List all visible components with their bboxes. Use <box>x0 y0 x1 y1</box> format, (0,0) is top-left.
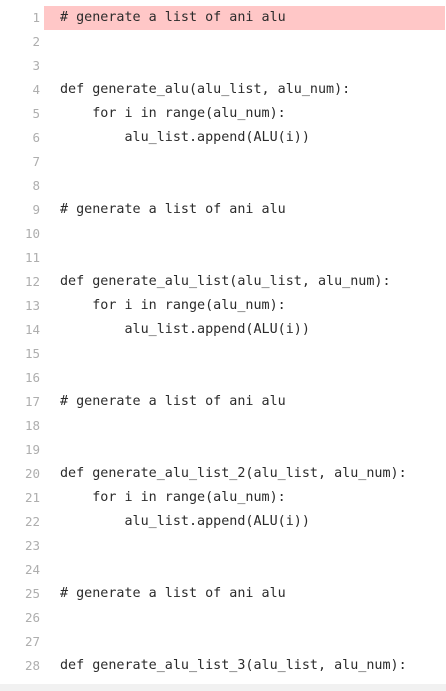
code-line[interactable]: 20 def generate_alu_list_2(alu_list, alu_… <box>0 462 446 486</box>
code-line[interactable]: 9 # generate a list of ani alu <box>0 198 446 222</box>
line-number: 5 <box>32 106 40 121</box>
code-line[interactable]: 12 def generate_alu_list(alu_list, alu_nu… <box>0 270 446 294</box>
line-number: 16 <box>24 370 40 385</box>
line-number: 6 <box>32 130 40 145</box>
code-text: def generate_alu_list_3(alu_list, alu_nu… <box>60 658 407 673</box>
code-line[interactable]: 5 for i in range(alu_num): <box>0 102 446 126</box>
code-text: alu_list.append(ALU(i)) <box>60 130 310 145</box>
line-number: 2 <box>32 34 40 49</box>
code-text: for i in range(alu_num): <box>60 298 286 313</box>
code-text: def generate_alu(alu_list, alu_num): <box>60 82 351 97</box>
code-text: # generate a list of ani alu <box>60 586 286 601</box>
code-text: def generate_alu_list(alu_list, alu_num)… <box>60 274 391 289</box>
code-line[interactable]: 2 <box>0 30 446 54</box>
line-number: 3 <box>32 58 40 73</box>
code-text: alu_list.append(ALU(i)) <box>60 322 310 337</box>
line-number: 23 <box>24 538 40 553</box>
code-line[interactable]: 7 <box>0 150 446 174</box>
line-number: 13 <box>24 298 40 313</box>
line-number: 14 <box>24 322 40 337</box>
code-text: def generate_alu_list_2(alu_list, alu_nu… <box>60 466 407 481</box>
line-number: 22 <box>24 514 40 529</box>
line-number: 24 <box>24 562 40 577</box>
code-line[interactable]: 8 <box>0 174 446 198</box>
code-line[interactable]: 18 <box>0 414 446 438</box>
line-number: 18 <box>24 418 40 433</box>
code-line[interactable]: 11 <box>0 246 446 270</box>
line-number: 1 <box>32 10 40 25</box>
line-number: 15 <box>24 346 40 361</box>
code-line[interactable]: 24 <box>0 558 446 582</box>
line-number: 17 <box>24 394 40 409</box>
line-number: 4 <box>32 82 40 97</box>
code-text: alu_list.append(ALU(i)) <box>60 514 310 529</box>
code-line[interactable]: 25 # generate a list of ani alu <box>0 582 446 606</box>
line-number: 10 <box>24 226 40 241</box>
code-line[interactable]: 14 alu_list.append(ALU(i)) <box>0 318 446 342</box>
line-number: 12 <box>24 274 40 289</box>
code-text: # generate a list of ani alu <box>60 10 286 25</box>
code-line[interactable]: 19 <box>0 438 446 462</box>
line-number: 11 <box>24 250 40 265</box>
code-line[interactable]: 21 for i in range(alu_num): <box>0 486 446 510</box>
code-line[interactable]: 27 <box>0 630 446 654</box>
code-line[interactable]: 4 def generate_alu(alu_list, alu_num): <box>0 78 446 102</box>
code-line[interactable]: 15 <box>0 342 446 366</box>
code-line[interactable]: 16 <box>0 366 446 390</box>
code-line[interactable]: 3 <box>0 54 446 78</box>
code-line[interactable]: 17 # generate a list of ani alu <box>0 390 446 414</box>
code-line[interactable]: 10 <box>0 222 446 246</box>
code-line[interactable]: 6 alu_list.append(ALU(i)) <box>0 126 446 150</box>
code-line[interactable]: 26 <box>0 606 446 630</box>
line-number: 26 <box>24 610 40 625</box>
line-number: 19 <box>24 442 40 457</box>
code-text: for i in range(alu_num): <box>60 106 286 121</box>
line-number: 21 <box>24 490 40 505</box>
code-text: for i in range(alu_num): <box>60 490 286 505</box>
line-number: 7 <box>32 154 40 169</box>
code-line[interactable]: 22 alu_list.append(ALU(i)) <box>0 510 446 534</box>
code-text: # generate a list of ani alu <box>60 394 286 409</box>
code-text: # generate a list of ani alu <box>60 202 286 217</box>
code-line[interactable]: 1 # generate a list of ani alu <box>0 6 446 30</box>
horizontal-scrollbar[interactable] <box>0 684 446 691</box>
line-number: 20 <box>24 466 40 481</box>
line-number: 27 <box>24 634 40 649</box>
line-number: 28 <box>24 658 40 673</box>
code-line[interactable]: 23 <box>0 534 446 558</box>
line-number: 9 <box>32 202 40 217</box>
line-number: 25 <box>24 586 40 601</box>
code-line[interactable]: 28 def generate_alu_list_3(alu_list, alu_… <box>0 654 446 678</box>
code-line[interactable]: 13 for i in range(alu_num): <box>0 294 446 318</box>
line-number: 8 <box>32 178 40 193</box>
